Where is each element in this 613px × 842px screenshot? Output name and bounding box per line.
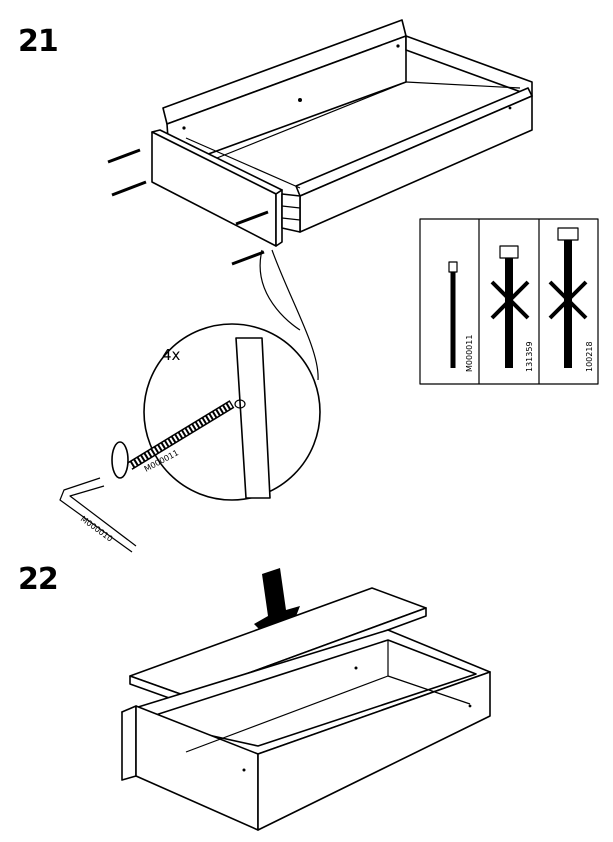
step-number-21: 21 (18, 24, 59, 59)
key-code-label: M000010 (79, 514, 115, 543)
screw-code-1: M000011 (465, 335, 474, 372)
drawer-assembly-illustration (107, 19, 533, 381)
screw-reference-box: M000011 131359 100218 (419, 218, 599, 385)
drawer-left-edge (121, 705, 137, 781)
detail-callout: 4x M000011 M000010 (59, 323, 321, 553)
screw-code-3: 100218 (585, 341, 594, 372)
front-stack (281, 193, 301, 233)
screw-reference-2: 131359 (490, 245, 534, 372)
hex-key (59, 477, 133, 553)
front-rail (299, 95, 533, 233)
right-side-top (405, 35, 533, 97)
cross-mark-icon (490, 280, 530, 320)
detail-panel (235, 337, 271, 499)
left-panel-edge (275, 189, 283, 247)
floor-back-edge (405, 81, 521, 89)
screw-code-2: 131359 (525, 341, 534, 372)
screw-group (107, 148, 269, 266)
inner-edge (211, 81, 407, 161)
screw-reference-1: M000011 (448, 261, 474, 372)
step-number-22: 22 (18, 562, 59, 597)
drawer-bottom-insert-illustration (121, 568, 491, 831)
drawer-right-panel (257, 671, 491, 831)
cross-mark-icon (548, 280, 588, 320)
quantity-label: 4x (162, 346, 181, 364)
screw-reference-3: 100218 (548, 227, 594, 372)
floor-edge (185, 137, 301, 189)
detail-circle (143, 323, 321, 501)
